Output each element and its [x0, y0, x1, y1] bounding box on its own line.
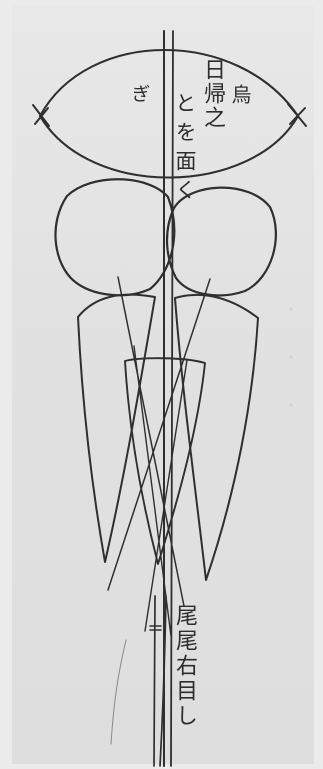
- tail-annotation: 尾尾右目し: [168, 604, 200, 729]
- wing-right-outer: [175, 295, 258, 580]
- head-left-cross-mark: [33, 105, 49, 126]
- wing-left-outer: [78, 295, 155, 562]
- top-annotation-line-3: ぎ: [126, 84, 153, 109]
- kite-head-lens: [40, 50, 298, 178]
- top-annotation-line-2: 烏: [226, 84, 255, 104]
- faint-tail-line: [111, 640, 126, 744]
- top-annotation-line-1: 日帰之: [196, 58, 228, 130]
- left-round-body: [55, 179, 174, 295]
- tail-cord-left: [154, 596, 155, 766]
- cross-brace-c: [134, 346, 171, 636]
- head-right-cross-mark: [288, 104, 306, 126]
- top-annotation-line-4: とを面く: [170, 92, 200, 208]
